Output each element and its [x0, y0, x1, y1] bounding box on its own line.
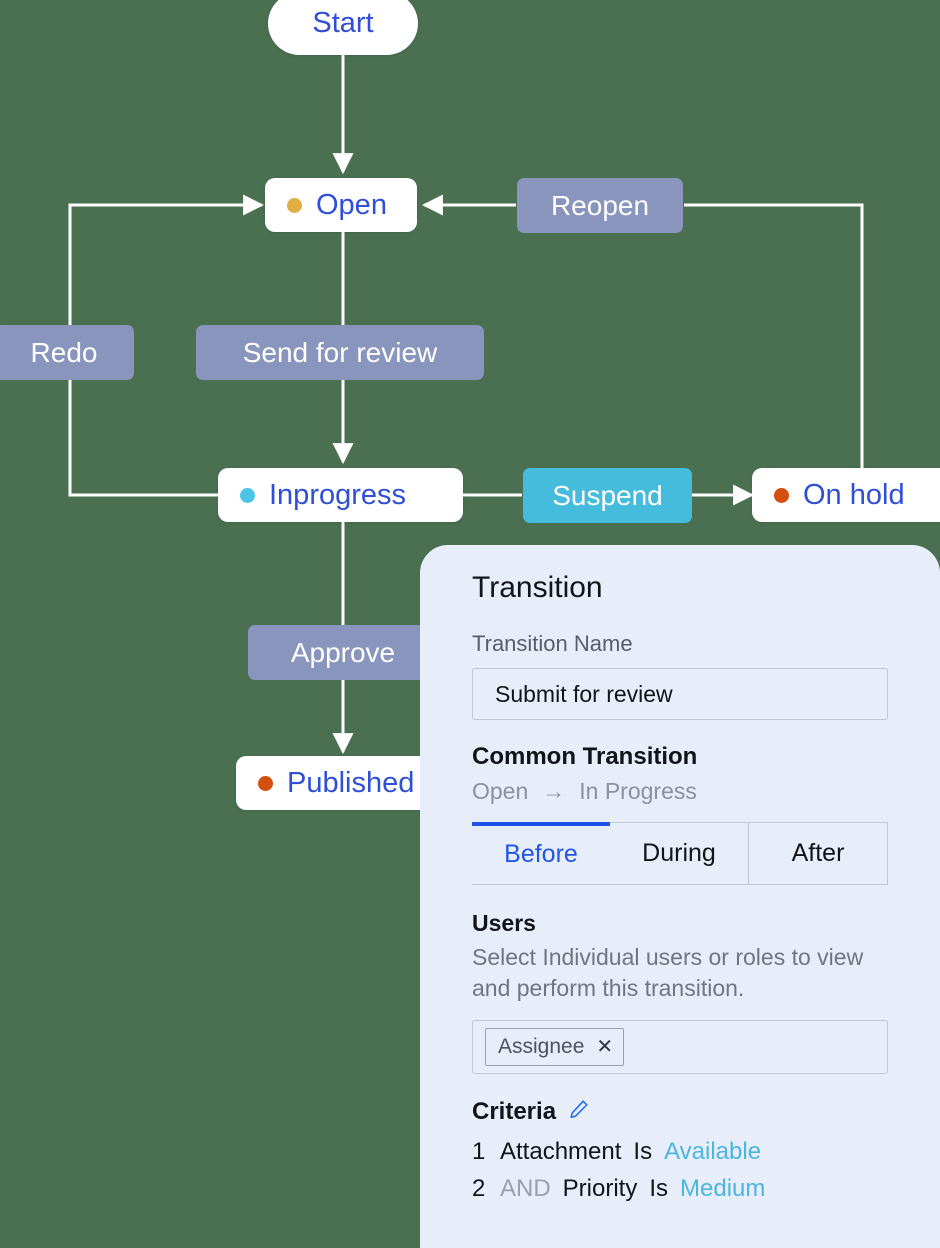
criteria-operator: Is — [649, 1175, 669, 1203]
criteria-number: 2 — [472, 1175, 486, 1203]
criteria-field: Priority — [562, 1175, 638, 1203]
transition-suspend-label: Suspend — [552, 479, 663, 511]
criteria-header: Criteria — [472, 1098, 888, 1125]
transition-reopen-label: Reopen — [550, 189, 650, 221]
transition-name-value: Submit for review — [495, 680, 673, 707]
status-dot-orange — [774, 487, 789, 503]
chip-assignee[interactable]: Assignee ✕ — [485, 1028, 625, 1067]
tab-during[interactable]: During — [610, 821, 749, 884]
panel-tabs: Before During After — [472, 821, 888, 885]
status-dot-cyan — [240, 487, 255, 503]
transition-approve[interactable]: Approve — [248, 625, 438, 680]
common-transition-from: Open — [472, 777, 529, 804]
chip-assignee-label: Assignee — [498, 1035, 585, 1059]
tab-after-label: After — [791, 838, 845, 867]
arrow-right-icon: → — [542, 777, 566, 804]
node-published-label: Published — [287, 766, 415, 799]
node-onhold-label: On hold — [803, 478, 905, 511]
criteria-conjunction: AND — [500, 1175, 551, 1203]
transition-redo-label: Redo — [30, 336, 98, 368]
tab-after[interactable]: After — [749, 821, 888, 884]
node-start[interactable]: Start — [268, 0, 418, 55]
users-heading: Users — [472, 909, 536, 936]
common-transition-to: In Progress — [579, 777, 697, 804]
tab-before[interactable]: Before — [472, 821, 610, 884]
transition-name-label: Transition Name — [472, 631, 633, 656]
transition-detail-panel: Transition Transition Name Submit for re… — [420, 545, 940, 1248]
common-transition-flow: Open → In Progress — [472, 777, 888, 804]
node-start-label: Start — [312, 7, 374, 39]
criteria-operator: Is — [633, 1138, 653, 1166]
criteria-number: 1 — [472, 1138, 486, 1166]
criteria-row[interactable]: 2 AND Priority Is Medium — [472, 1170, 888, 1207]
transition-redo[interactable]: Redo — [0, 325, 134, 380]
tab-during-label: During — [642, 838, 716, 867]
node-inprogress-label: Inprogress — [269, 478, 407, 511]
transition-reopen[interactable]: Reopen — [517, 178, 683, 233]
close-icon[interactable]: ✕ — [596, 1036, 614, 1059]
panel-title: Transition — [472, 571, 603, 604]
criteria-field: Attachment — [500, 1138, 622, 1166]
users-description: Select Individual users or roles to view… — [472, 944, 864, 1002]
transition-send-for-review-label: Send for review — [242, 336, 438, 368]
status-dot-yellow — [287, 197, 302, 213]
common-transition-label: Common Transition — [472, 743, 698, 771]
transition-send-for-review[interactable]: Send for review — [196, 325, 484, 380]
transition-name-input[interactable]: Submit for review — [472, 668, 888, 721]
criteria-value: Available — [664, 1138, 762, 1166]
node-inprogress[interactable]: Inprogress — [218, 468, 463, 522]
criteria-value: Medium — [680, 1175, 766, 1203]
criteria-heading: Criteria — [472, 1097, 557, 1125]
transition-approve-label: Approve — [290, 636, 396, 668]
pencil-icon[interactable] — [568, 1098, 590, 1125]
criteria-row[interactable]: 1 Attachment Is Available — [472, 1133, 888, 1170]
users-chip-input[interactable]: Assignee ✕ — [472, 1020, 888, 1075]
transition-suspend[interactable]: Suspend — [523, 468, 692, 523]
tab-before-label: Before — [504, 840, 578, 869]
node-onhold[interactable]: On hold — [752, 468, 940, 522]
node-open[interactable]: Open — [265, 178, 417, 232]
status-dot-orange — [258, 775, 273, 791]
node-open-label: Open — [316, 188, 387, 221]
